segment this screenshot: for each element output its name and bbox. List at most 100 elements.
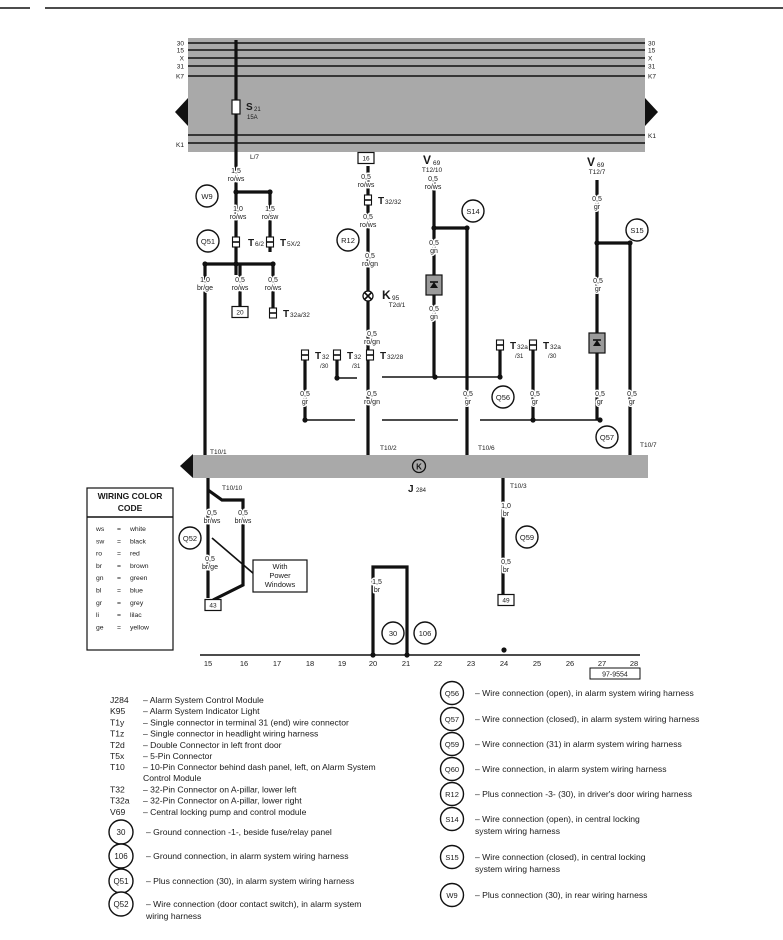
wire-size: 1,5 (231, 168, 241, 175)
junction-dot (594, 240, 600, 246)
junction-dot (431, 225, 437, 231)
legend-text: system wiring harness (475, 826, 560, 836)
reference-number: 24 (500, 659, 508, 668)
legend-text: – 10-Pin Connector behind dash panel, le… (143, 762, 376, 772)
connection-circle (413, 621, 437, 645)
diode-triangle (430, 282, 438, 288)
color-abbr: ws (95, 526, 105, 533)
pin-label: T12/7 (589, 169, 606, 176)
connection-label: S15 (630, 226, 643, 235)
wire-size: 0,5 (300, 391, 310, 398)
color-eq: = (117, 612, 121, 619)
legend-circle (439, 731, 465, 757)
connection-label: Q57 (600, 433, 614, 442)
legend-circle (439, 781, 465, 807)
color-name: lilac (130, 612, 142, 619)
legend-text: – Wire connection (closed), in central l… (475, 852, 646, 862)
bus-label-right: K7 (648, 74, 656, 81)
wire-size: 0,5 (235, 277, 245, 284)
legend-text: – 5-Pin Connector (143, 751, 212, 761)
junction-dot (432, 374, 438, 380)
connector-name: T (280, 238, 286, 249)
wire-size: 0,5 (205, 556, 215, 563)
connector-name: T (248, 238, 254, 249)
wire-color: ro/ws (265, 285, 282, 292)
wire-size: 1,0 (233, 206, 243, 213)
wire-color: gr (302, 399, 309, 406)
bus-label-left: 30 (177, 41, 185, 48)
color-name: black (130, 538, 146, 545)
connection-label: R12 (341, 236, 355, 245)
wire-size: 0,5 (367, 331, 377, 338)
color-eq: = (117, 538, 121, 545)
legend-circle (439, 882, 465, 908)
reference-number: 25 (533, 659, 541, 668)
wire-color: gr (594, 204, 601, 211)
bus-label-k1-left: K1 (176, 142, 184, 149)
wire-size: 0,5 (595, 391, 605, 398)
pin-label: T10/6 (478, 445, 495, 452)
legend-code: T10 (110, 762, 125, 772)
junction-dot (233, 261, 239, 267)
connection-label: Q56 (496, 393, 510, 402)
wire-color: gr (597, 399, 604, 406)
fuse-name: S (246, 102, 253, 113)
connection-circle (195, 184, 219, 208)
legend-text: – Double Connector in left front door (143, 740, 282, 750)
reference-number: 26 (566, 659, 574, 668)
junction-dot (233, 189, 239, 195)
wire-color: ro/sw (262, 214, 280, 221)
wire-size: 0,5 (363, 214, 373, 221)
power-bus-band (188, 38, 645, 152)
legend-code: K95 (110, 706, 126, 716)
legend-text: – Ground connection -1-, beside fuse/rel… (146, 827, 332, 837)
connection-label: 106 (419, 629, 432, 638)
document-number: 97-9554 (602, 672, 628, 679)
wire-size: 0,5 (592, 196, 602, 203)
legend-text: – Central locking pump and control modul… (143, 807, 307, 817)
color-eq: = (117, 551, 121, 558)
connector-sub: 32 (322, 354, 330, 361)
junction-dot (501, 647, 507, 653)
connection-circle (336, 228, 360, 252)
legend-text: system wiring harness (475, 864, 560, 874)
connector-pin: /30 (548, 354, 557, 360)
fuse-sub: 21 (254, 107, 261, 113)
legend-circle (439, 806, 465, 832)
legend-circle-code: W9 (446, 891, 457, 900)
color-name: blue (130, 588, 143, 595)
legend-text: – Alarm System Indicator Light (143, 706, 260, 716)
wire-color: br/ge (202, 564, 218, 571)
wire-size: 0,5 (429, 240, 439, 247)
pin-label: T10/3 (510, 483, 527, 490)
connector-name: T (315, 351, 321, 362)
terminal-number: 20 (236, 310, 244, 317)
legend-circle-code: Q56 (445, 689, 459, 698)
junction-dot (497, 374, 503, 380)
legend-text: Control Module (143, 773, 201, 783)
connection-circle (196, 229, 220, 253)
wire-size: 0,5 (367, 391, 377, 398)
wire-size: 0,5 (593, 278, 603, 285)
bus-label-left: K7 (176, 74, 184, 81)
wire-size: 0,5 (365, 253, 375, 260)
wire-size: 1,5 (372, 579, 382, 586)
legend-code: V69 (110, 807, 126, 817)
junction-dot (302, 417, 308, 423)
connector-pin: /31 (515, 354, 524, 360)
legend-text: – Wire connection (31) in alarm system w… (475, 739, 682, 749)
connection-label: W9 (201, 192, 212, 201)
bus-label-right: 15 (648, 48, 656, 55)
color-abbr: ro (96, 551, 102, 558)
legend-code: T32a (110, 796, 130, 806)
junction-dot (597, 417, 603, 423)
pin-label: T10/1 (210, 449, 227, 456)
legend-circle-code: Q60 (445, 765, 459, 774)
junction-dot (404, 652, 410, 658)
wire-size: 0,5 (627, 391, 637, 398)
reference-number: 19 (338, 659, 346, 668)
wire-color: ro/gn (362, 261, 378, 268)
diode-triangle (593, 340, 601, 346)
connection-circle (381, 621, 405, 645)
continuation-arrow-right-icon (645, 98, 658, 126)
